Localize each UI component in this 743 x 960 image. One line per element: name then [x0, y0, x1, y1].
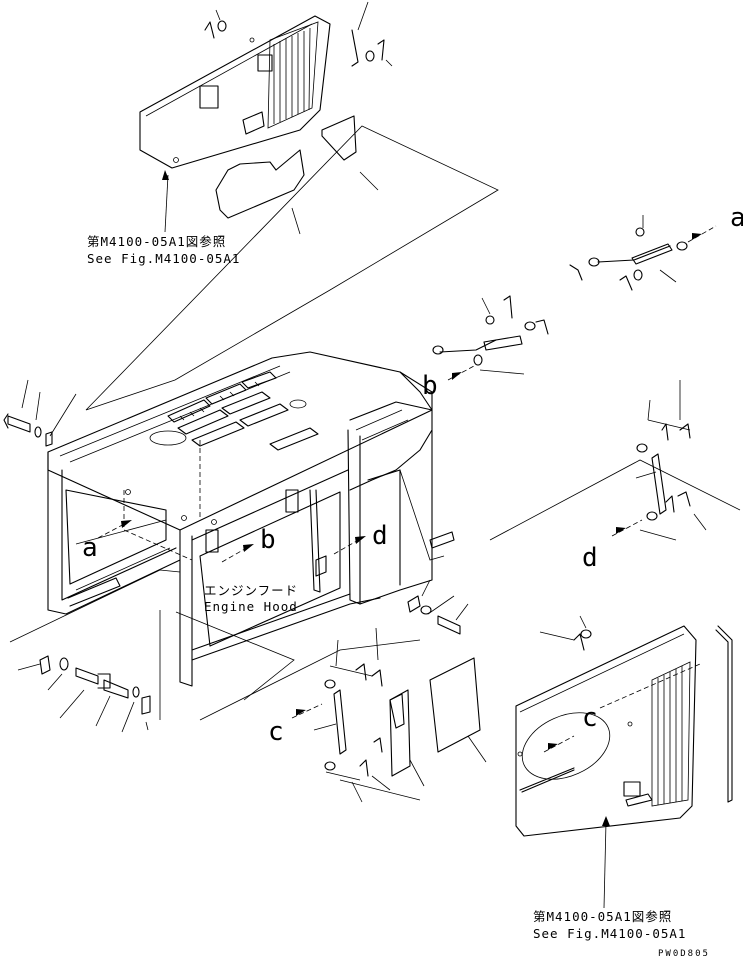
- rear-panel-grille: [267, 21, 319, 129]
- callout-letter-a: a: [82, 533, 98, 563]
- side-panel-grille: [651, 661, 691, 807]
- ref-leader-top: [164, 174, 169, 233]
- floor-outline: [9, 569, 295, 701]
- strut-plane-outline: [489, 459, 741, 541]
- callout-letter-c: c: [582, 703, 598, 733]
- hood-caption-en: Engine Hood: [204, 599, 298, 614]
- engine-hood: [47, 351, 455, 687]
- ref-note-bottom: 第M4100-05A1図参照 See Fig.M4100-05A1: [533, 909, 686, 941]
- ref-note-bottom-jp: 第M4100-05A1図参照: [533, 909, 672, 924]
- callout-letter-b: b: [422, 371, 438, 401]
- ref-note-bottom-en: See Fig.M4100-05A1: [533, 926, 686, 941]
- callout-letter-d: d: [582, 543, 598, 573]
- hood-right-bolts: [407, 579, 469, 635]
- hood-hinge: [285, 489, 299, 513]
- left-bolts: [3, 379, 77, 447]
- panel-handle: [623, 781, 641, 797]
- ref-note-top: 第M4100-05A1図参照 See Fig.M4100-05A1: [87, 234, 240, 266]
- fastener-group-a: [569, 215, 717, 291]
- top-fasteners: [204, 1, 393, 67]
- callout-letter-a: a: [730, 203, 743, 233]
- hood-opening: [149, 430, 187, 446]
- mounting-plane-outline: [85, 125, 499, 411]
- hood-caption: エンジンフード Engine Hood: [204, 583, 298, 614]
- callout-letter-b: b: [260, 525, 276, 555]
- callout-letter-d: d: [372, 521, 388, 551]
- strut-group-c: [291, 627, 391, 803]
- panel-bracket: [257, 54, 273, 72]
- side-panel-bottom: [515, 615, 733, 837]
- ref-leader-bottom: [603, 821, 607, 909]
- hood-caption-jp: エンジンフード: [204, 583, 298, 598]
- foam-blocks-top: [215, 115, 379, 235]
- strut-plane-outline-c: [199, 639, 421, 801]
- callout-letter-c: c: [268, 717, 284, 747]
- hood-hinge: [205, 529, 219, 553]
- panel-bracket: [199, 85, 219, 109]
- strut-group-d: [611, 380, 707, 541]
- lower-left-bolts: [17, 655, 151, 733]
- drawing-code: PW0D805: [658, 949, 710, 959]
- ref-note-top-jp: 第M4100-05A1図参照: [87, 234, 226, 249]
- foam-blocks-bottom: [389, 657, 487, 787]
- ref-note-top-en: See Fig.M4100-05A1: [87, 251, 240, 266]
- access-cover-oval: [521, 712, 611, 780]
- rear-panel-top: [139, 15, 331, 169]
- fastener-group-b: [432, 295, 549, 381]
- panel-latch: [242, 111, 265, 135]
- hood-vents: [167, 371, 319, 451]
